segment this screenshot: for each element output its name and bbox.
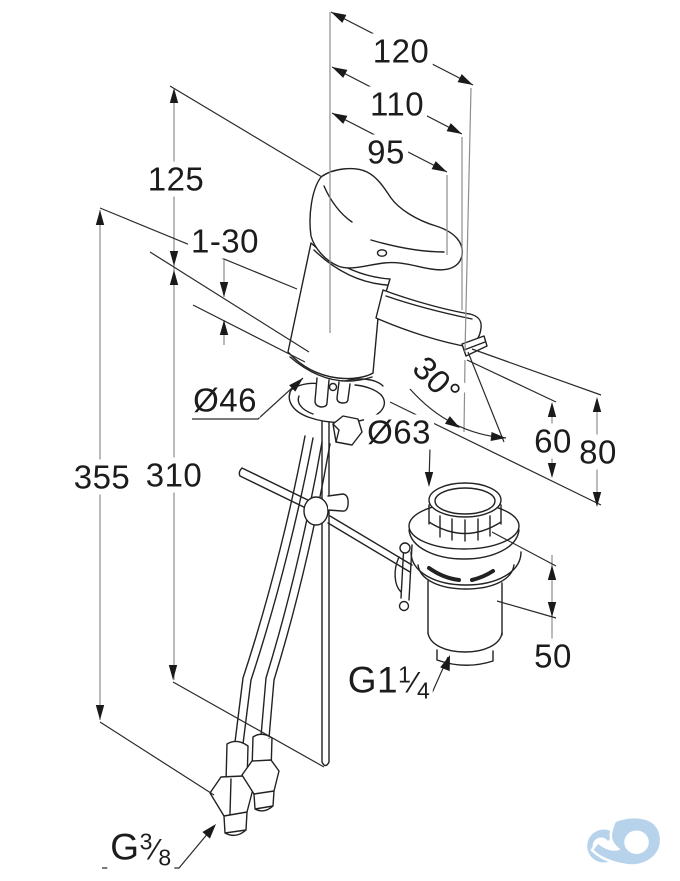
supply-hoses [209,435,331,837]
thread-denominator: 8 [158,844,172,871]
waste-lever-clamp [394,542,413,612]
dim-label-125: 125 [144,161,208,197]
thread-numerator: 1 [398,661,412,688]
logo-d-shape [590,815,663,867]
thread-base: G [110,826,140,868]
thread-label-g1-1-4: G11⁄4 [344,659,434,704]
spout-flow-line [467,351,505,443]
dim-label-1-30: 1-30 [187,223,263,259]
cd-logo [587,815,663,867]
thread-numerator: 3 [139,828,153,855]
dim-label-355: 355 [70,459,134,495]
dim-label-d63: Ø63 [364,414,434,450]
faucet-spout [375,289,488,357]
faucet-drawing [209,167,488,837]
dimension-arrowheads [95,12,602,839]
dim-label-d46: Ø46 [190,382,260,418]
temperature-indicator-dot [376,249,388,257]
thread-base: G1 [347,659,399,701]
thread-denominator: 4 [416,677,431,704]
dim-label-50: 50 [531,638,575,674]
dim-label-95: 95 [364,134,408,170]
waste-cap [428,482,502,518]
dim-label-80: 80 [576,434,620,470]
thread-slash: ⁄ [152,833,159,867]
faucet-handle [309,167,463,271]
dim-label-110: 110 [366,86,428,122]
mounting-hardware [314,377,363,446]
dim-label-60: 60 [531,423,575,459]
thread-label-g3-8: G3⁄8 [107,826,175,871]
thread-slash: ⁄ [411,666,417,700]
dim-label-310: 310 [142,457,206,493]
pop-up-waste-drawing [394,482,522,666]
leader-lines [102,377,449,869]
dim-label-120: 120 [369,33,433,69]
